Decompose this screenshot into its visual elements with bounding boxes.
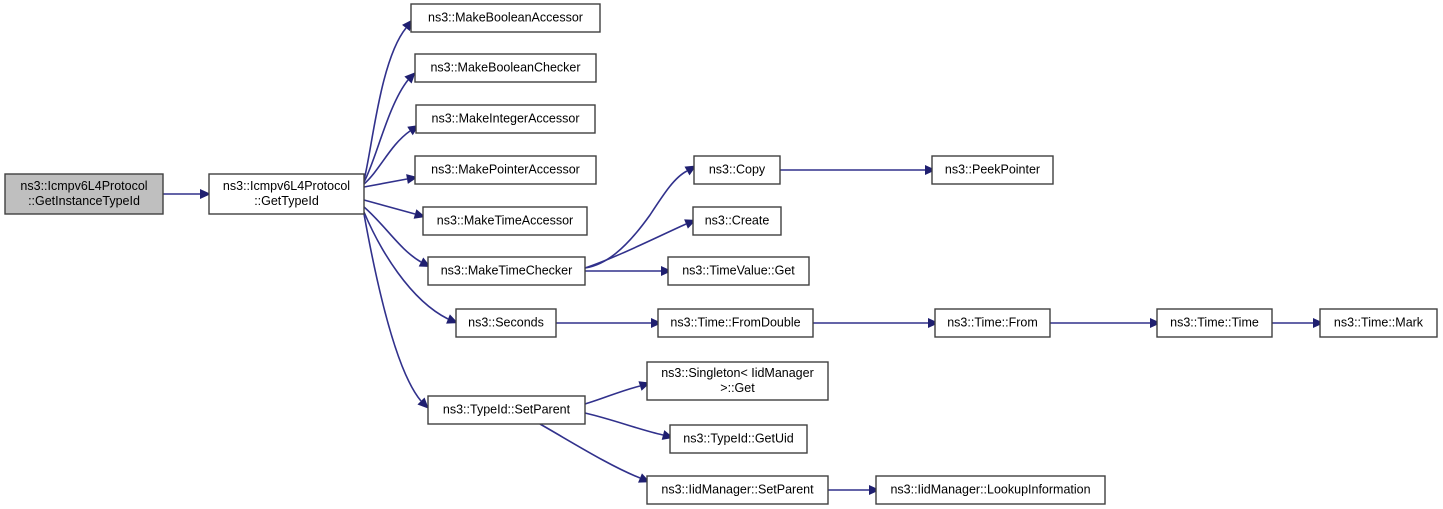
edge-n9-to-n16 [539, 423, 641, 479]
arrow-head-icon [404, 72, 416, 84]
node-box[interactable] [414, 155, 597, 185]
node-ns3-icmpv6l4protocol-getinstancetypeid[interactable]: ns3::Icmpv6L4Protocol::GetInstanceTypeId [4, 173, 164, 215]
node-ns3-maketimeaccessor[interactable]: ns3::MakeTimeAccessor [422, 206, 588, 236]
edge-n1-to-n8 [363, 211, 449, 320]
node-box[interactable] [427, 256, 586, 286]
edge-n7-to-n11 [584, 223, 687, 269]
edge-n1-to-n3 [363, 79, 409, 183]
edge-n9-to-n15 [584, 412, 664, 436]
node-ns3-time-from[interactable]: ns3::Time::From [934, 308, 1051, 338]
node-ns3-maketimechecker[interactable]: ns3::MakeTimeChecker [427, 256, 586, 286]
node-ns3-typeid-getuid[interactable]: ns3::TypeId::GetUid [669, 424, 808, 454]
node-ns3-makepointeraccessor[interactable]: ns3::MakePointerAccessor [414, 155, 597, 185]
arrow-head-icon [402, 19, 413, 32]
arrow-head-icon [200, 189, 211, 199]
node-box[interactable] [427, 395, 586, 425]
node-box[interactable] [414, 53, 597, 83]
node-ns3-makebooleanchecker[interactable]: ns3::MakeBooleanChecker [414, 53, 597, 83]
node-box[interactable] [1156, 308, 1273, 338]
edge-n1-to-n5 [363, 178, 408, 188]
edge-n7-to-n10 [584, 170, 688, 269]
node-ns3-time-fromdouble[interactable]: ns3::Time::FromDouble [657, 308, 814, 338]
node-ns3-seconds[interactable]: ns3::Seconds [455, 308, 557, 338]
nodes-layer: ns3::Icmpv6L4Protocol::GetInstanceTypeId… [4, 3, 1438, 505]
node-box[interactable] [646, 475, 829, 505]
node-ns3-iidmanager-setparent[interactable]: ns3::IidManager::SetParent [646, 475, 829, 505]
arrow-head-icon [446, 314, 459, 324]
edges-layer [163, 19, 1324, 495]
node-box[interactable] [646, 361, 829, 401]
node-box[interactable] [415, 104, 596, 134]
arrow-head-icon [1313, 318, 1324, 328]
node-box[interactable] [455, 308, 557, 338]
node-ns3-time-mark[interactable]: ns3::Time::Mark [1319, 308, 1438, 338]
edge-n1-to-n2 [363, 27, 407, 181]
edge-n1-to-n7 [363, 206, 422, 263]
node-ns3-makeintegeraccessor[interactable]: ns3::MakeIntegerAccessor [415, 104, 596, 134]
edge-n1-to-n6 [363, 199, 416, 215]
node-box[interactable] [875, 475, 1106, 505]
node-box[interactable] [667, 256, 810, 286]
node-ns3-makebooleanaccessor[interactable]: ns3::MakeBooleanAccessor [410, 3, 601, 33]
node-box[interactable] [669, 424, 808, 454]
node-box[interactable] [4, 173, 164, 215]
node-ns3-timevalue-get[interactable]: ns3::TimeValue::Get [667, 256, 810, 286]
arrow-head-icon [661, 266, 672, 276]
node-ns3-icmpv6l4protocol-gettypeid[interactable]: ns3::Icmpv6L4Protocol::GetTypeId [208, 173, 365, 215]
node-ns3-copy[interactable]: ns3::Copy [693, 155, 781, 185]
edge-n1-to-n9 [363, 213, 422, 402]
node-box[interactable] [931, 155, 1054, 185]
node-box[interactable] [692, 206, 782, 236]
node-box[interactable] [693, 155, 781, 185]
node-ns3-typeid-setparent[interactable]: ns3::TypeId::SetParent [427, 395, 586, 425]
arrow-head-icon [869, 485, 880, 495]
node-box[interactable] [657, 308, 814, 338]
arrow-head-icon [1150, 318, 1161, 328]
node-box[interactable] [410, 3, 601, 33]
arrow-head-icon [651, 318, 662, 328]
node-ns3-peekpointer[interactable]: ns3::PeekPointer [931, 155, 1054, 185]
edge-n1-to-n4 [363, 130, 411, 185]
node-box[interactable] [422, 206, 588, 236]
arrow-head-icon [925, 165, 936, 175]
node-box[interactable] [208, 173, 365, 215]
node-ns3-time-time[interactable]: ns3::Time::Time [1156, 308, 1273, 338]
edge-n9-to-n14 [584, 385, 641, 405]
node-ns3-create[interactable]: ns3::Create [692, 206, 782, 236]
arrow-head-icon [417, 397, 429, 409]
arrow-head-icon [928, 318, 939, 328]
node-box[interactable] [1319, 308, 1438, 338]
node-box[interactable] [934, 308, 1051, 338]
node-ns3-singleton-iidmanager-get[interactable]: ns3::Singleton< IidManager>::Get [646, 361, 829, 401]
node-ns3-iidmanager-lookupinformation[interactable]: ns3::IidManager::LookupInformation [875, 475, 1106, 505]
